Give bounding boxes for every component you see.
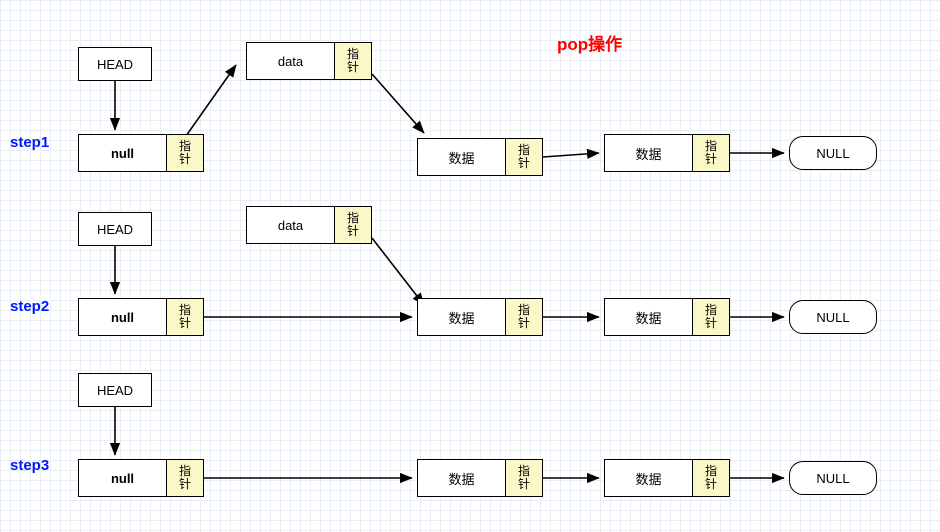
list-node-data-step3-1: 数据 — [448, 471, 475, 487]
pointer-text-line1: 指 — [517, 464, 530, 479]
head-node-step1: null 指 针 — [78, 134, 204, 172]
head-node-pointer-step3: 指 针 — [166, 460, 203, 496]
pointer-text-line2: 针 — [517, 477, 530, 491]
list-node-pointer-step3-1: 指 针 — [505, 460, 542, 496]
floating-data-node-step1: data 指 针 — [246, 42, 372, 80]
list-node-2-step3: 数据 指 针 — [604, 459, 730, 497]
pointer-text-line2: 针 — [178, 316, 191, 330]
list-node-1-step3: 数据 指 针 — [417, 459, 543, 497]
pointer-text-line1: 指 — [346, 47, 359, 62]
arrow-nullptr-to-data-step1 — [185, 64, 237, 137]
head-node-data-step1: null — [110, 145, 135, 161]
list-node-pointer-step1-1: 指 针 — [505, 139, 542, 175]
pointer-text-line1: 指 — [704, 139, 717, 154]
pointer-text-line2: 针 — [346, 224, 359, 238]
floating-data-node-step2: data 指 针 — [246, 206, 372, 244]
pointer-text-line1: 指 — [178, 303, 191, 318]
head-box-step1: HEAD — [78, 47, 152, 81]
pointer-text-line2: 针 — [704, 316, 717, 330]
null-node-step2: NULL — [789, 300, 877, 334]
pointer-text-line1: 指 — [517, 143, 530, 158]
floating-node-pointer-step2: 指 针 — [334, 207, 371, 243]
head-node-data-step3: null — [110, 470, 135, 486]
list-node-1-step2: 数据 指 针 — [417, 298, 543, 336]
pointer-text-line1: 指 — [346, 211, 359, 226]
list-node-pointer-step2-1: 指 针 — [505, 299, 542, 335]
list-node-data-step1-2: 数据 — [635, 146, 662, 162]
floating-node-data-step2: data — [277, 217, 304, 233]
step-label-step2: step2 — [10, 298, 50, 315]
pointer-text-line2: 针 — [178, 477, 191, 491]
floating-node-pointer-step1: 指 针 — [334, 43, 371, 79]
head-box-step3: HEAD — [78, 373, 152, 407]
list-node-1-step1: 数据 指 针 — [417, 138, 543, 176]
pointer-text-line2: 针 — [517, 316, 530, 330]
list-node-pointer-step1-2: 指 针 — [692, 135, 729, 171]
pointer-text-line2: 针 — [346, 60, 359, 74]
null-node-step3: NULL — [789, 461, 877, 495]
list-node-data-step2-1: 数据 — [448, 310, 475, 326]
floating-node-data-step1: data — [277, 53, 304, 69]
head-node-data-step2: null — [110, 309, 135, 325]
list-node-pointer-step2-2: 指 针 — [692, 299, 729, 335]
arrow-data-to-node1-step2 — [371, 237, 425, 306]
head-node-pointer-step1: 指 针 — [166, 135, 203, 171]
step-label-step3: step3 — [10, 457, 50, 474]
list-node-data-step2-2: 数据 — [635, 310, 662, 326]
head-node-step3: null 指 针 — [78, 459, 204, 497]
list-node-2-step2: 数据 指 针 — [604, 298, 730, 336]
pointer-text-line2: 针 — [178, 152, 191, 166]
list-node-pointer-step3-2: 指 针 — [692, 460, 729, 496]
head-node-step2: null 指 针 — [78, 298, 204, 336]
head-box-step2: HEAD — [78, 212, 152, 246]
arrow-data-to-node1-step1 — [371, 73, 425, 134]
pointer-text-line2: 针 — [704, 152, 717, 166]
head-node-pointer-step2: 指 针 — [166, 299, 203, 335]
pointer-text-line1: 指 — [704, 303, 717, 318]
list-node-data-step3-2: 数据 — [635, 471, 662, 487]
pointer-text-line2: 针 — [517, 156, 530, 170]
pointer-text-line1: 指 — [704, 464, 717, 479]
diagram-title: pop操作 — [557, 35, 623, 54]
pointer-text-line1: 指 — [178, 464, 191, 479]
arrow-node1-to-node2-step1 — [542, 148, 600, 159]
list-node-2-step1: 数据 指 针 — [604, 134, 730, 172]
pointer-text-line2: 针 — [704, 477, 717, 491]
null-node-step1: NULL — [789, 136, 877, 170]
pointer-text-line1: 指 — [178, 139, 191, 154]
pointer-text-line1: 指 — [517, 303, 530, 318]
step-label-step1: step1 — [10, 134, 50, 151]
list-node-data-step1-1: 数据 — [448, 150, 475, 166]
